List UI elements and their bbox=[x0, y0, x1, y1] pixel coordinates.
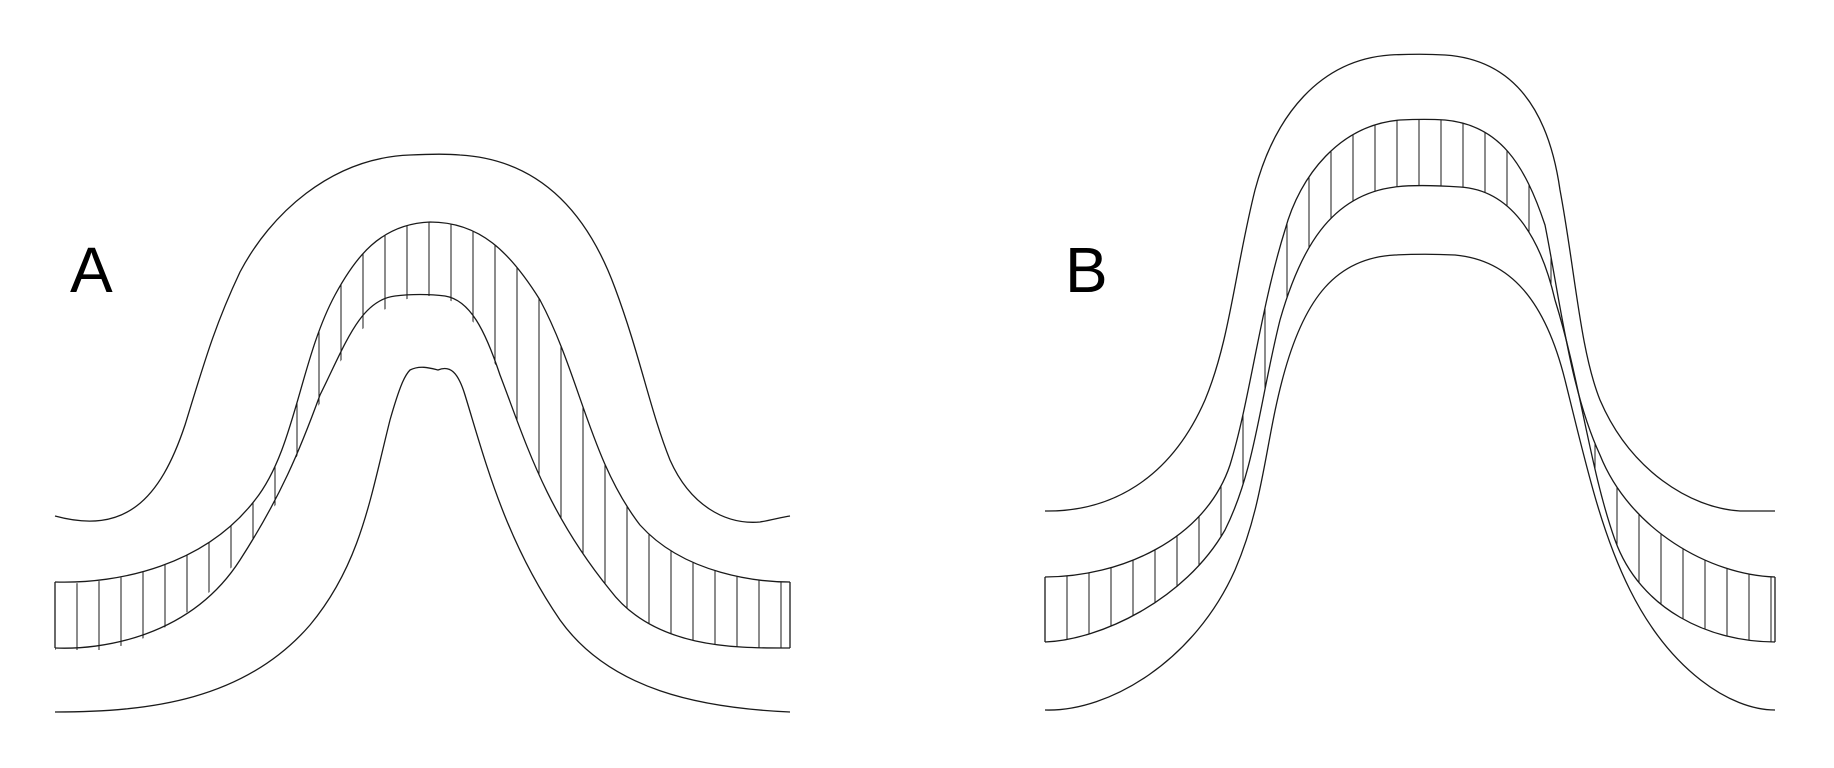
panel-a-top-surface bbox=[54, 153, 791, 523]
panel-a-base-surface bbox=[54, 366, 791, 713]
panel-a-hatched-top bbox=[54, 221, 791, 583]
panel-a-hatching bbox=[55, 222, 782, 650]
panel-a: A bbox=[54, 153, 791, 713]
panel-b-base-surface bbox=[1044, 253, 1776, 711]
panel-b-hatched-bottom bbox=[1044, 184, 1776, 643]
panel-b-label: B bbox=[1065, 234, 1108, 306]
panel-b: B bbox=[1044, 53, 1776, 711]
panel-a-label: A bbox=[70, 234, 113, 306]
panel-b-hatched-top bbox=[1044, 118, 1776, 578]
panel-a-hatched-bottom bbox=[54, 293, 791, 649]
panel-b-hatching bbox=[1045, 119, 1772, 642]
panel-b-top-surface bbox=[1044, 53, 1775, 512]
